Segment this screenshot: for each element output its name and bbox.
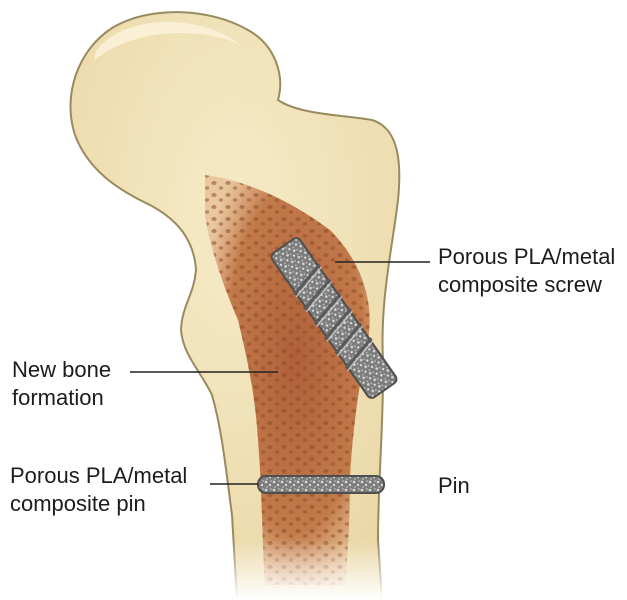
pin-label: Pin [438,472,470,500]
new-bone-label-line2: formation [12,384,111,412]
screw-label-line2: composite screw [438,271,615,299]
new-bone-label: New bone formation [12,356,111,412]
bottom-fade [230,540,390,600]
screw-label: Porous PLA/metal composite screw [438,243,615,299]
composite-pin-label-line2: composite pin [10,490,187,518]
new-bone-label-line1: New bone [12,356,111,384]
composite-pin-label: Porous PLA/metal composite pin [10,462,187,518]
composite-pin [258,476,384,493]
composite-pin-label-line1: Porous PLA/metal [10,462,187,490]
screw-label-line1: Porous PLA/metal [438,243,615,271]
